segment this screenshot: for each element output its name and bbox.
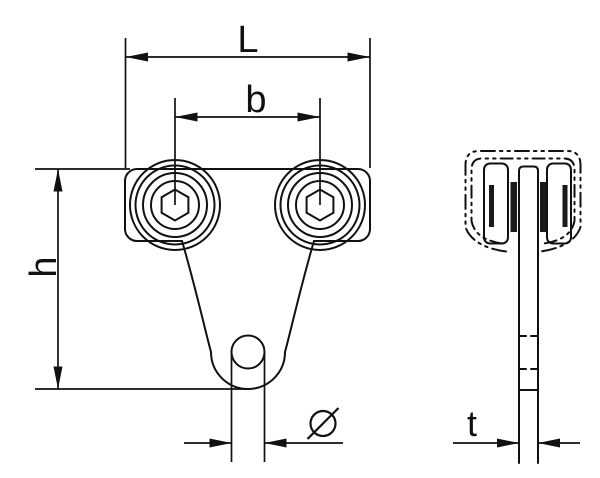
diameter-arrow-right bbox=[264, 438, 287, 448]
right-roller bbox=[274, 159, 366, 251]
label-b: b bbox=[245, 79, 266, 121]
rail-channel-outer bbox=[464, 150, 582, 253]
b-arrow-right bbox=[297, 112, 320, 122]
roller-shadow-strips bbox=[489, 182, 568, 232]
bracket-outline bbox=[124, 168, 371, 390]
side-view bbox=[464, 150, 582, 464]
label-t: t bbox=[467, 403, 477, 444]
dimension-h bbox=[35, 168, 247, 390]
dimension-t bbox=[453, 438, 580, 448]
h-arrow-top bbox=[53, 169, 63, 192]
right-roller-hex-hub bbox=[305, 188, 335, 222]
diameter-symbol: ⌀ bbox=[306, 407, 340, 440]
side-right-roller bbox=[546, 162, 572, 245]
rail-channel-inner bbox=[470, 157, 576, 245]
b-arrow-left bbox=[175, 112, 198, 122]
dimension-labels: L b h t bbox=[23, 19, 477, 444]
suspension-hole bbox=[230, 334, 266, 370]
L-arrow-left bbox=[125, 52, 148, 62]
dimension-diameter: ⌀ bbox=[184, 352, 343, 462]
side-left-roller bbox=[483, 162, 509, 245]
left-roller-hex-hub bbox=[160, 188, 190, 222]
L-arrow-right bbox=[347, 52, 370, 62]
dimension-b bbox=[174, 98, 321, 205]
t-arrow-right bbox=[538, 438, 560, 448]
diameter-arrow-left bbox=[209, 438, 232, 448]
label-L: L bbox=[237, 19, 258, 61]
h-arrow-bottom bbox=[53, 366, 63, 389]
label-h: h bbox=[23, 256, 65, 277]
hanger-bar bbox=[518, 165, 539, 464]
t-arrow-left bbox=[497, 438, 519, 448]
front-view bbox=[124, 159, 371, 390]
dimension-L bbox=[124, 38, 371, 168]
